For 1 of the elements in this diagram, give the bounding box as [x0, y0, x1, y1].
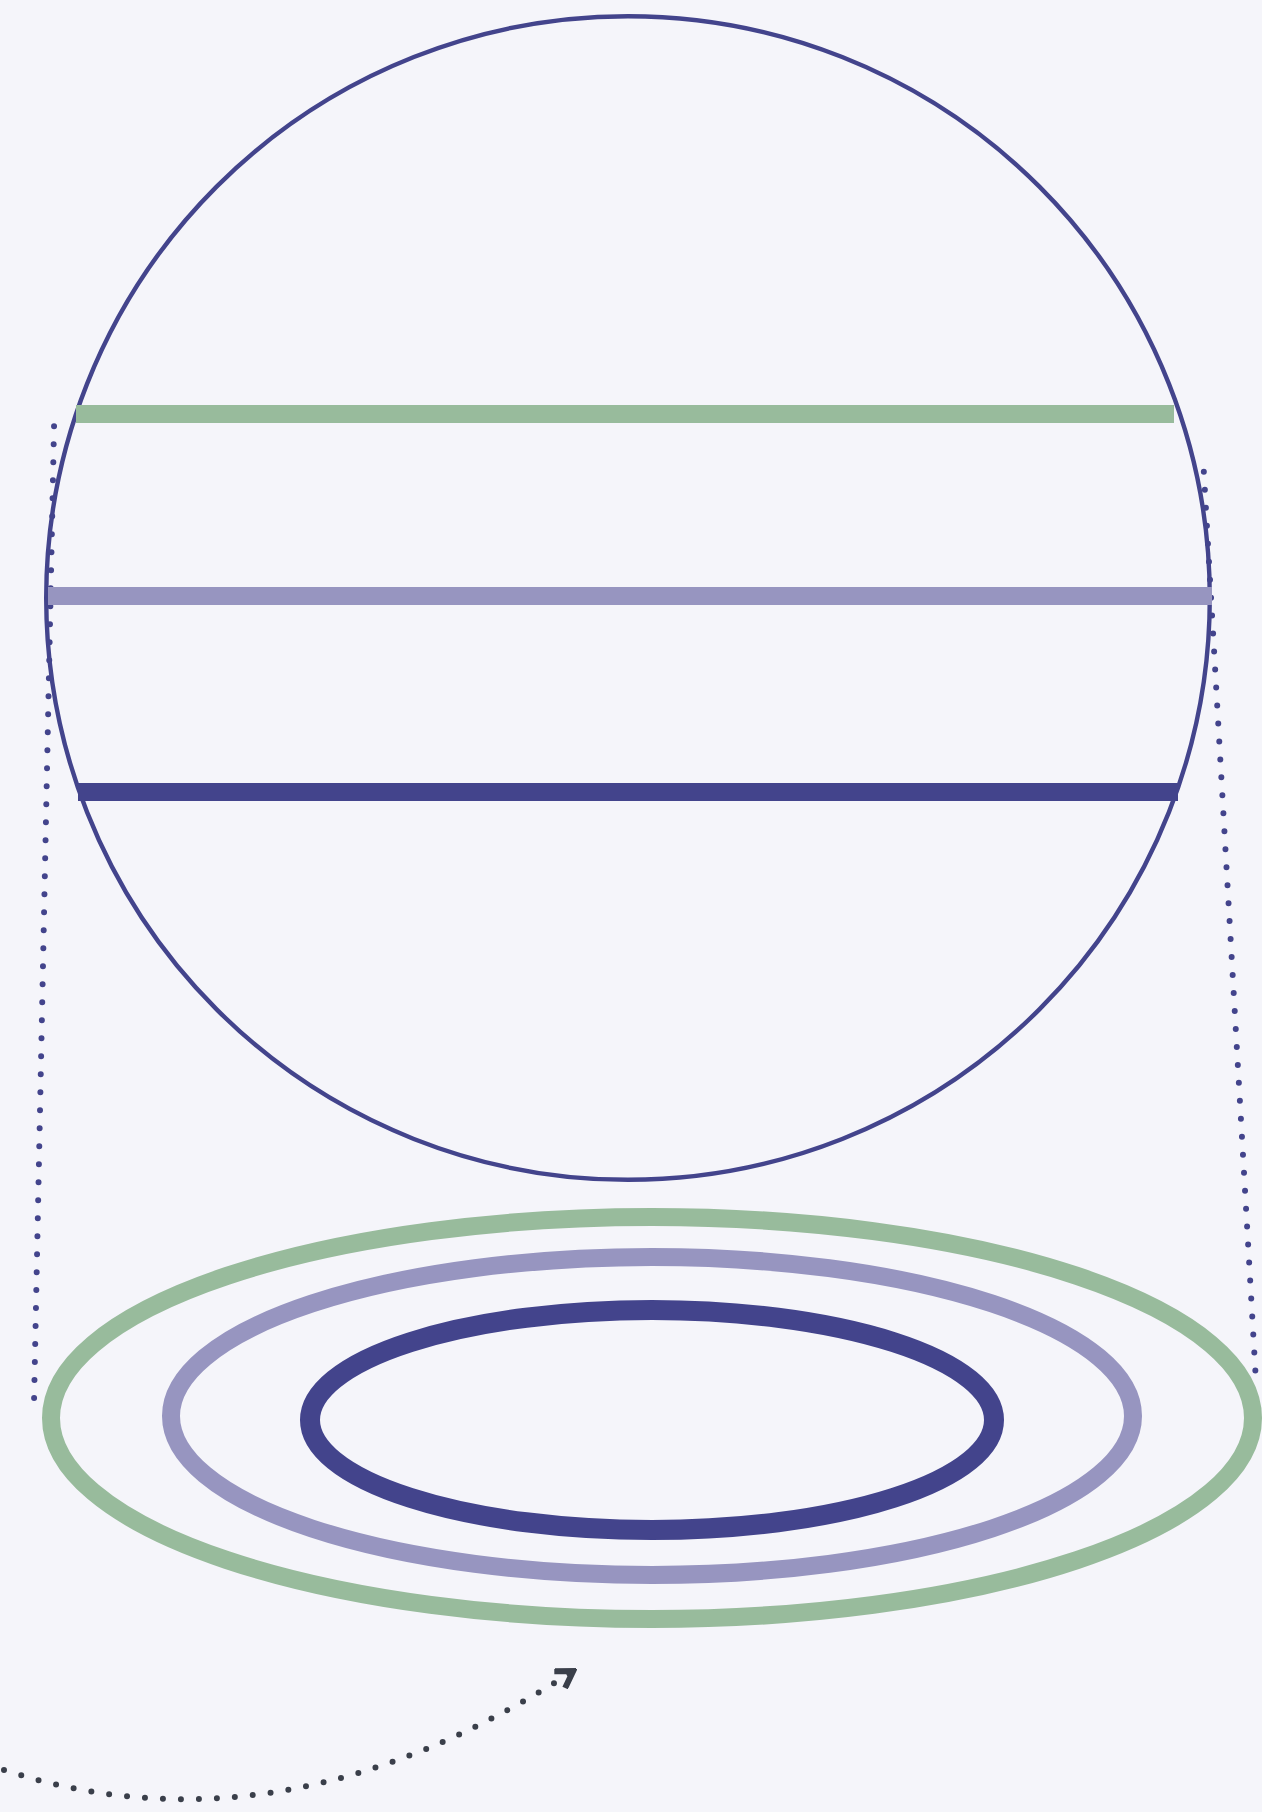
- dotted-arrow: [1, 1667, 577, 1803]
